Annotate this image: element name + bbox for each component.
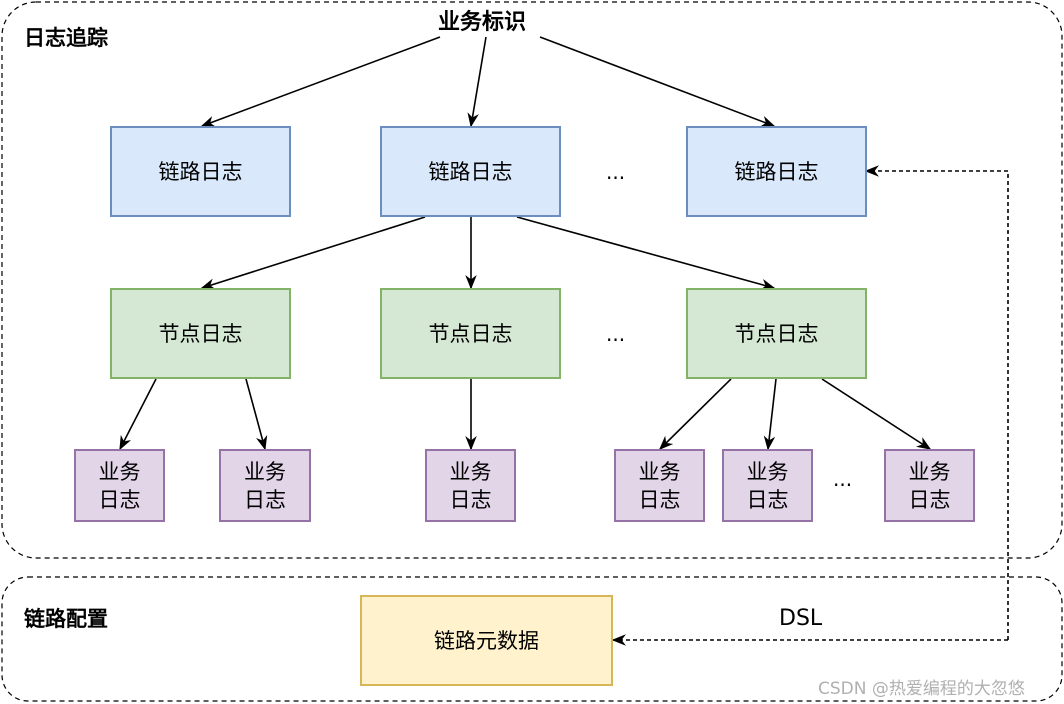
business-log-box: 业务日志 xyxy=(219,449,311,522)
edge-node1-biz2 xyxy=(245,378,268,451)
edge-trace2-node3 xyxy=(516,216,776,291)
edge-title-trace2 xyxy=(467,36,487,128)
business-log-line2: 日志 xyxy=(98,487,141,512)
business-log-line2: 日志 xyxy=(638,487,681,512)
trace-metadata-box: 链路元数据 xyxy=(360,595,613,686)
business-log-line1: 业务 xyxy=(98,459,141,484)
trace-log-box: 链路日志 xyxy=(686,126,867,217)
business-log-line1: 业务 xyxy=(638,459,681,484)
config-group-frame xyxy=(1,576,1063,702)
edge-node1-biz1 xyxy=(119,378,157,451)
trace-log-box: 链路日志 xyxy=(380,126,561,217)
business-log-line2: 日志 xyxy=(746,487,789,512)
edge-node3-biz6 xyxy=(821,378,932,450)
business-log-line1: 业务 xyxy=(449,459,492,484)
edge-node3-biz5 xyxy=(763,378,777,451)
dsl-label: DSL xyxy=(779,606,823,631)
node-log-box: 节点日志 xyxy=(686,288,867,379)
edge-title-trace3 xyxy=(539,36,776,127)
config-group-label: 链路配置 xyxy=(24,607,108,631)
trace-log-box: 链路日志 xyxy=(110,126,291,217)
business-log-box: 业务日志 xyxy=(722,449,813,522)
edge-node3-biz4 xyxy=(658,378,732,451)
business-log-line2: 日志 xyxy=(908,487,951,512)
node-ellipsis: ... xyxy=(606,322,626,346)
watermark: CSDN @热爱编程的大忽悠 xyxy=(818,679,1025,699)
business-log-line1: 业务 xyxy=(746,459,789,484)
business-log-box: 业务日志 xyxy=(884,449,975,522)
node-log-box: 节点日志 xyxy=(110,288,291,379)
trace-ellipsis: ... xyxy=(606,160,626,184)
business-log-box: 业务日志 xyxy=(614,449,705,522)
business-log-box: 业务日志 xyxy=(74,449,165,522)
business-log-box: 业务日志 xyxy=(425,449,516,522)
edge-trace2-node1 xyxy=(200,216,426,290)
tracking-group-frame xyxy=(1,1,1063,559)
tracking-group-label: 日志追踪 xyxy=(24,26,108,50)
edge-dsl-trace3 xyxy=(864,165,1009,640)
node-log-box: 节点日志 xyxy=(380,288,561,379)
business-log-line1: 业务 xyxy=(908,459,951,484)
business-log-line2: 日志 xyxy=(244,487,286,512)
business-log-line2: 日志 xyxy=(449,487,492,512)
business-log-line1: 业务 xyxy=(244,459,286,484)
business-ellipsis: ... xyxy=(833,467,853,491)
business-id-title: 业务标识 xyxy=(434,4,531,36)
edge-title-trace1 xyxy=(200,36,441,127)
